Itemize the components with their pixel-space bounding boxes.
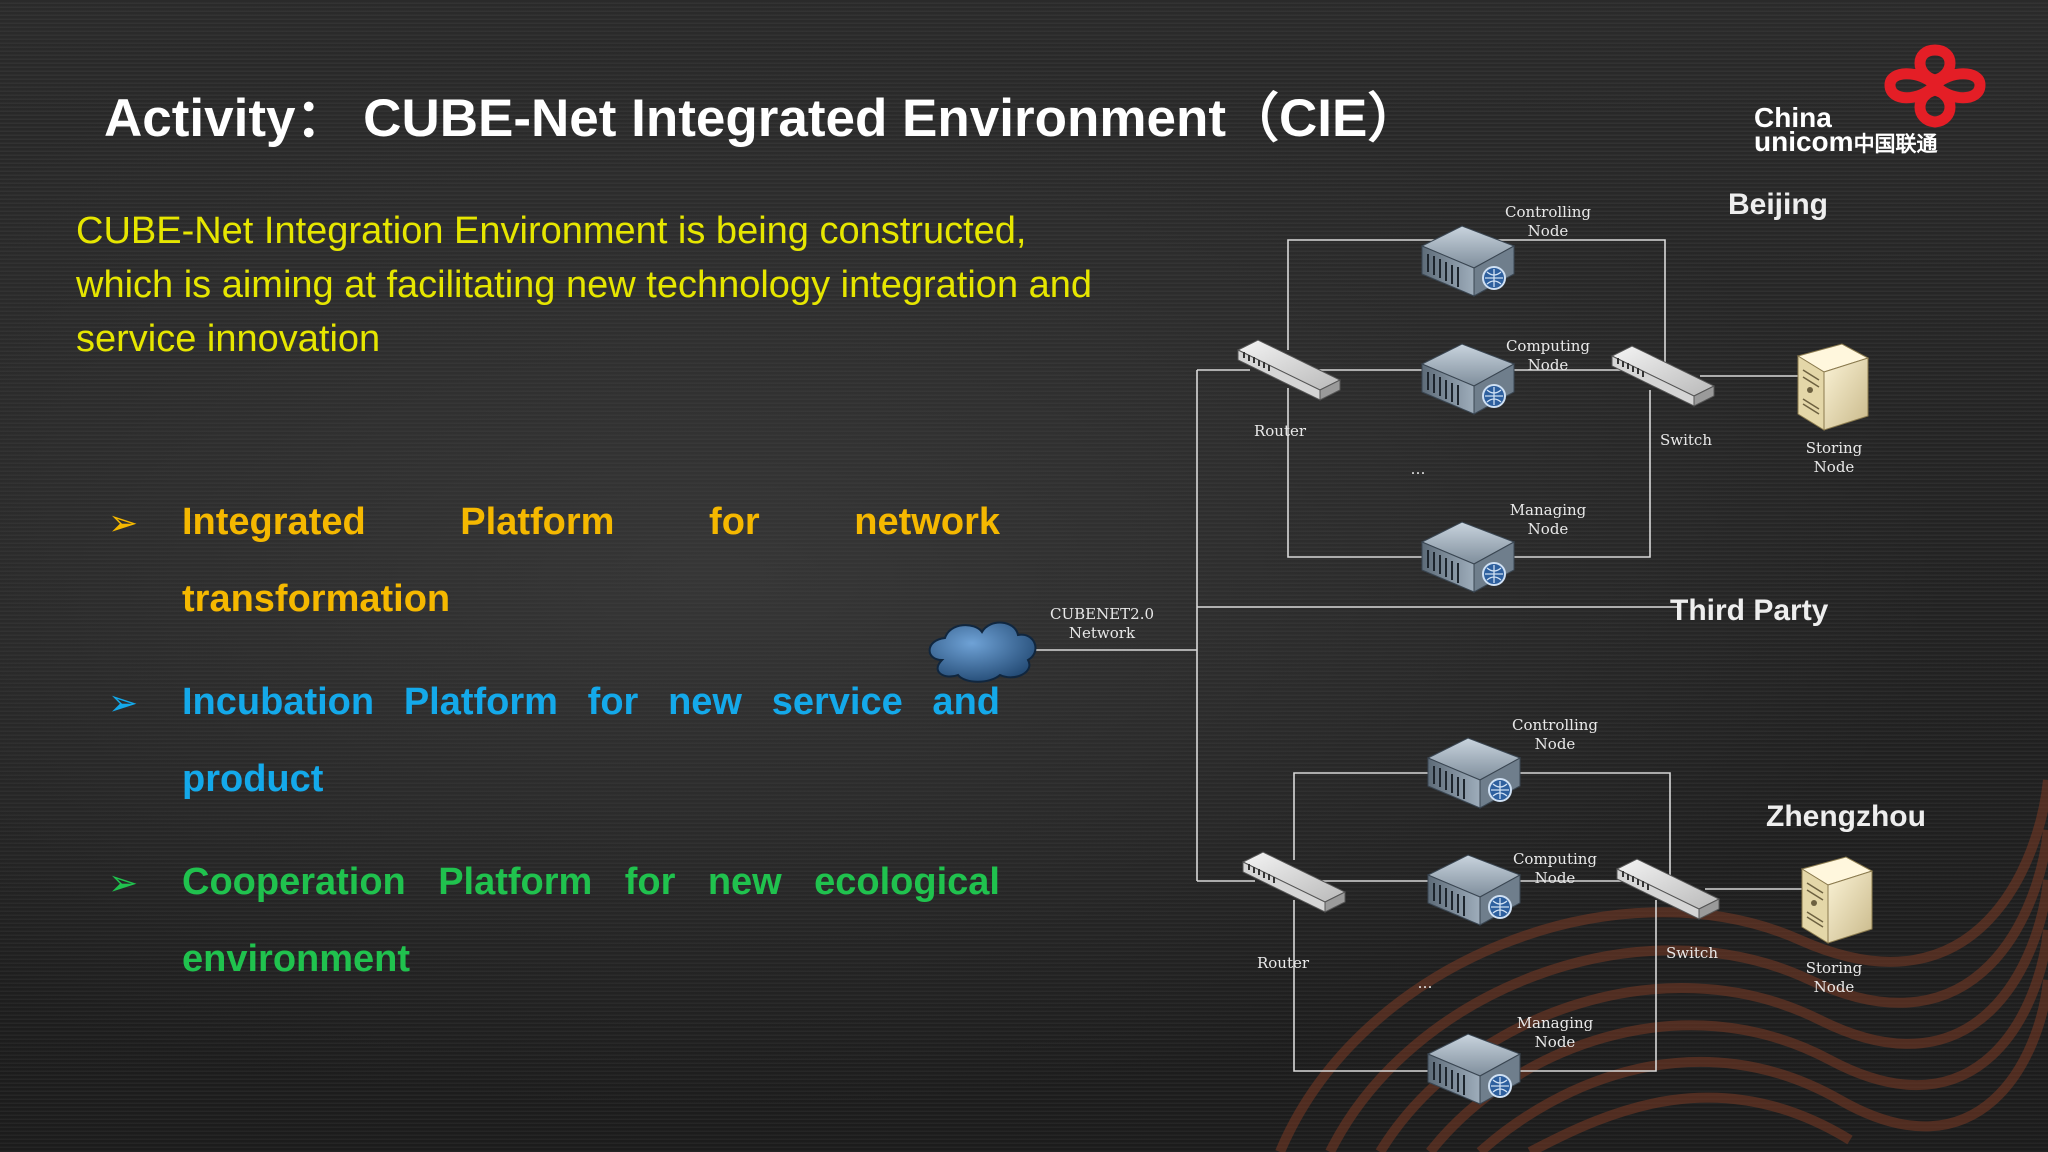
storing-label-2: Node bbox=[1814, 978, 1855, 996]
computing-label-1: Computing bbox=[1506, 337, 1590, 355]
storing-node-icon bbox=[1801, 856, 1873, 944]
page-title: Activity： CUBE-Net Integrated Environmen… bbox=[104, 89, 1421, 148]
logo-chinese-text: 中国联通 bbox=[1853, 133, 1938, 156]
network-label-2: Network bbox=[1069, 624, 1136, 642]
router-label: Router bbox=[1257, 954, 1310, 972]
storing-label-2: Node bbox=[1814, 458, 1855, 476]
storing-node-icon bbox=[1797, 343, 1869, 431]
managing-server-icon bbox=[1427, 1033, 1521, 1105]
storing-label-1: Storing bbox=[1806, 959, 1863, 977]
storing-label-1: Storing bbox=[1806, 439, 1863, 457]
intro-line-1: CUBE-Net Integration Environment is bein… bbox=[76, 210, 1027, 252]
site-name: Beijing bbox=[1728, 188, 1828, 221]
switch-icon bbox=[1616, 858, 1720, 920]
computing-label-1: Computing bbox=[1513, 850, 1597, 868]
logo-china-text: China bbox=[1754, 102, 1832, 133]
computing-label-2: Node bbox=[1535, 869, 1576, 887]
intro-line-2: which is aiming at facilitating new tech… bbox=[76, 264, 1093, 306]
computing-server-icon bbox=[1427, 854, 1521, 926]
switch-label: Switch bbox=[1666, 944, 1718, 962]
managing-label-1: Managing bbox=[1517, 1014, 1594, 1032]
intro-line-3: service innovation bbox=[76, 318, 381, 360]
managing-label-2: Node bbox=[1535, 1033, 1576, 1051]
controlling-server-icon bbox=[1421, 225, 1515, 297]
logo-unicom-word: unicom bbox=[1754, 126, 1854, 157]
controlling-label-1: Controlling bbox=[1512, 716, 1598, 734]
ellipsis-label: … bbox=[1411, 460, 1426, 478]
router-label: Router bbox=[1254, 422, 1307, 440]
ellipsis-label: … bbox=[1418, 974, 1433, 992]
managing-server-icon bbox=[1421, 521, 1515, 593]
computing-server-icon bbox=[1421, 343, 1515, 415]
arrow-bullet-icon: ➢ bbox=[108, 682, 139, 723]
site-beijing: Beijing Router Switch Controlling Node C… bbox=[1237, 188, 1869, 593]
china-unicom-logo: China unicom中国联通 bbox=[1750, 40, 2010, 160]
controlling-label-2: Node bbox=[1535, 735, 1576, 753]
third-party-label: Third Party bbox=[1670, 594, 1829, 627]
intro-paragraph: CUBE-Net Integration Environment is bein… bbox=[76, 204, 1196, 366]
controlling-label-2: Node bbox=[1528, 222, 1569, 240]
managing-label-2: Node bbox=[1528, 520, 1569, 538]
logo-unicom-text: unicom中国联通 bbox=[1754, 126, 1938, 158]
arrow-bullet-icon: ➢ bbox=[108, 862, 139, 903]
site-zhengzhou: Zhengzhou Router Switch Controlling Node… bbox=[1242, 716, 1926, 1105]
arrow-bullet-icon: ➢ bbox=[108, 502, 139, 543]
controlling-label-1: Controlling bbox=[1505, 203, 1591, 221]
network-label-1: CUBENET2.0 bbox=[1050, 605, 1154, 623]
computing-label-2: Node bbox=[1528, 356, 1569, 374]
bullet-text: Integrated Platform for network transfor… bbox=[182, 501, 1000, 620]
bullet-text: Cooperation Platform for new ecological … bbox=[182, 861, 1000, 980]
switch-icon bbox=[1611, 345, 1715, 407]
site-name: Zhengzhou bbox=[1766, 800, 1926, 833]
cloud-network-icon bbox=[928, 621, 1037, 683]
bullet-text: Incubation Platform for new service and … bbox=[182, 681, 1000, 800]
unicom-knot-icon bbox=[1884, 44, 1986, 128]
switch-label: Switch bbox=[1660, 431, 1712, 449]
controlling-server-icon bbox=[1427, 737, 1521, 809]
managing-label-1: Managing bbox=[1510, 501, 1587, 519]
